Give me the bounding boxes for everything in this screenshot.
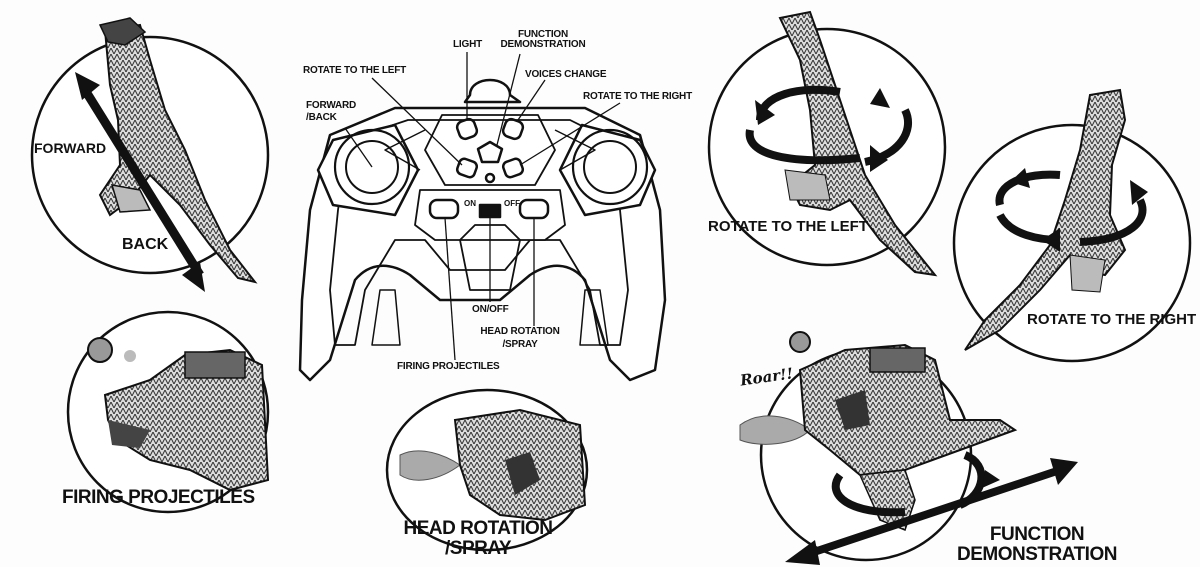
label-function-line2: DEMONSTRATION bbox=[500, 39, 586, 50]
caption-rotate-left: ROTATE TO THE LEFT bbox=[708, 218, 868, 235]
label-head-rotation-line2: /SPRAY bbox=[502, 338, 538, 350]
label-on-off: ON/OFF bbox=[472, 304, 509, 315]
label-light: LIGHT bbox=[453, 39, 482, 50]
remote-controller bbox=[298, 78, 667, 382]
dinosaur-figure-firing bbox=[103, 348, 270, 492]
caption-function-line2: DEMONSTRATION bbox=[957, 543, 1117, 565]
label-forward-back: FORWARD /BACK bbox=[306, 100, 356, 123]
panel-forward-back bbox=[30, 17, 270, 292]
caption-head-rotation-line2: /SPRAY bbox=[445, 537, 512, 559]
label-switch-off: OFF bbox=[504, 199, 520, 208]
panel-rotate-left bbox=[707, 10, 947, 277]
label-switch-on: ON bbox=[464, 199, 476, 208]
label-head-rotation: HEAD ROTATION /SPRAY bbox=[472, 326, 568, 351]
caption-function-line1: FUNCTION bbox=[989, 524, 1085, 545]
caption-forward: FORWARD bbox=[34, 140, 107, 156]
panel-firing-projectiles bbox=[66, 310, 270, 514]
panel-head-rotation bbox=[385, 388, 589, 552]
function-demo-arrows bbox=[803, 451, 1062, 559]
label-head-rotation-line1: HEAD ROTATION bbox=[480, 326, 560, 337]
panel-function-demo bbox=[739, 331, 1078, 565]
caption-head-rotation: HEAD ROTATION /SPRAY bbox=[398, 519, 558, 559]
label-function-demonstration: FUNCTION DEMONSTRATION bbox=[493, 30, 593, 50]
caption-rotate-right: ROTATE TO THE RIGHT bbox=[1027, 311, 1197, 328]
label-forward-line2: /BACK bbox=[306, 111, 337, 123]
dinosaur-figure-forward bbox=[98, 17, 258, 284]
label-rotate-right: ROTATE TO THE RIGHT bbox=[583, 91, 692, 102]
dinosaur-figure-head bbox=[453, 408, 587, 522]
dinosaur-figure-rotate-left bbox=[778, 10, 938, 277]
label-function-line1: FUNCTION bbox=[517, 29, 569, 40]
label-firing-projectiles: FIRING PROJECTILES bbox=[397, 361, 500, 372]
forward-back-arrow bbox=[75, 72, 205, 292]
caption-head-rotation-line1: HEAD ROTATION bbox=[403, 518, 553, 539]
label-forward-line1: FORWARD bbox=[306, 100, 357, 111]
label-rotate-left: ROTATE TO THE LEFT bbox=[303, 65, 407, 76]
caption-back: BACK bbox=[122, 236, 169, 253]
caption-function-demonstration: FUNCTION DEMONSTRATION bbox=[952, 525, 1122, 565]
caption-firing-projectiles: FIRING PROJECTILES bbox=[62, 487, 255, 508]
label-voices-change: VOICES CHANGE bbox=[525, 69, 607, 80]
panel-rotate-right bbox=[952, 88, 1192, 363]
leader-lines bbox=[344, 52, 621, 361]
